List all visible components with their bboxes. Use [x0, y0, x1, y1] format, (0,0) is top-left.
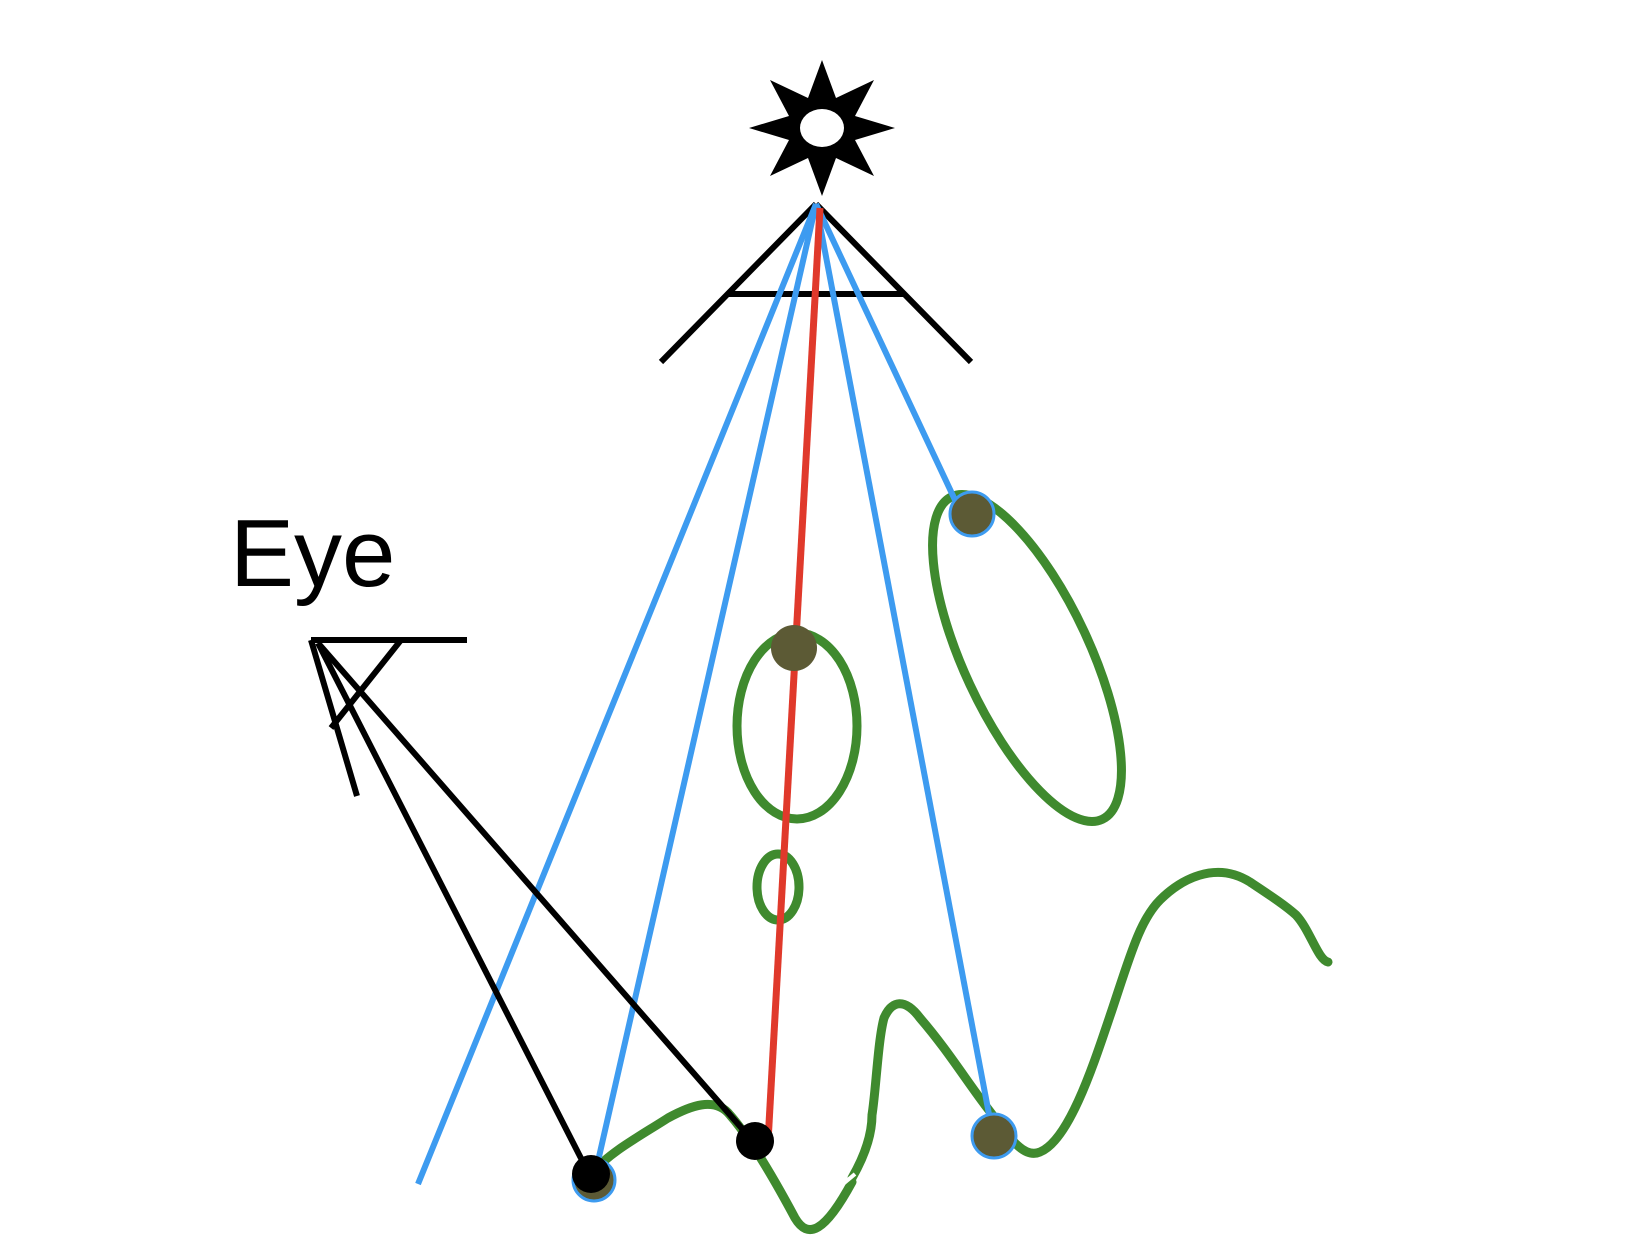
ground-curve-left — [588, 1099, 857, 1234]
eye-frustum-icon — [308, 637, 467, 797]
ground-curve-gap — [841, 1172, 857, 1186]
eye-ray-left — [315, 641, 591, 1174]
eye-ray-right — [315, 641, 755, 1142]
eye-sample-points — [572, 1122, 774, 1193]
tilted-ellipse-shape — [928, 489, 1126, 827]
light-ray-left — [593, 203, 819, 1171]
ground-curve-right — [847, 868, 1333, 1183]
light-frustum-left-edge — [658, 201, 819, 365]
light-frustum-right-edge — [813, 201, 974, 365]
scene-geometry — [588, 489, 1333, 1234]
eye-point-center — [736, 1122, 774, 1160]
light-ray-right — [813, 203, 995, 1131]
light-source-icon — [749, 60, 895, 196]
light-ray-far-left — [415, 202, 819, 1186]
eye-label: Eye — [230, 500, 395, 607]
eye-point-left — [572, 1155, 610, 1193]
hit-point-ground-right — [970, 1112, 1018, 1160]
eye-frustum-right-edge — [328, 638, 404, 730]
light-rays — [415, 202, 995, 1186]
light-hit-points — [571, 490, 1018, 1203]
light-ray-far-right — [813, 202, 958, 502]
eye-frustum-left-edge — [308, 639, 360, 797]
eye-rays — [315, 641, 755, 1174]
hit-point-ellipse-top — [948, 490, 996, 538]
shadow-ray — [764, 207, 824, 1143]
hit-point-middle-ellipse — [771, 625, 817, 671]
light-star-center — [800, 109, 844, 147]
